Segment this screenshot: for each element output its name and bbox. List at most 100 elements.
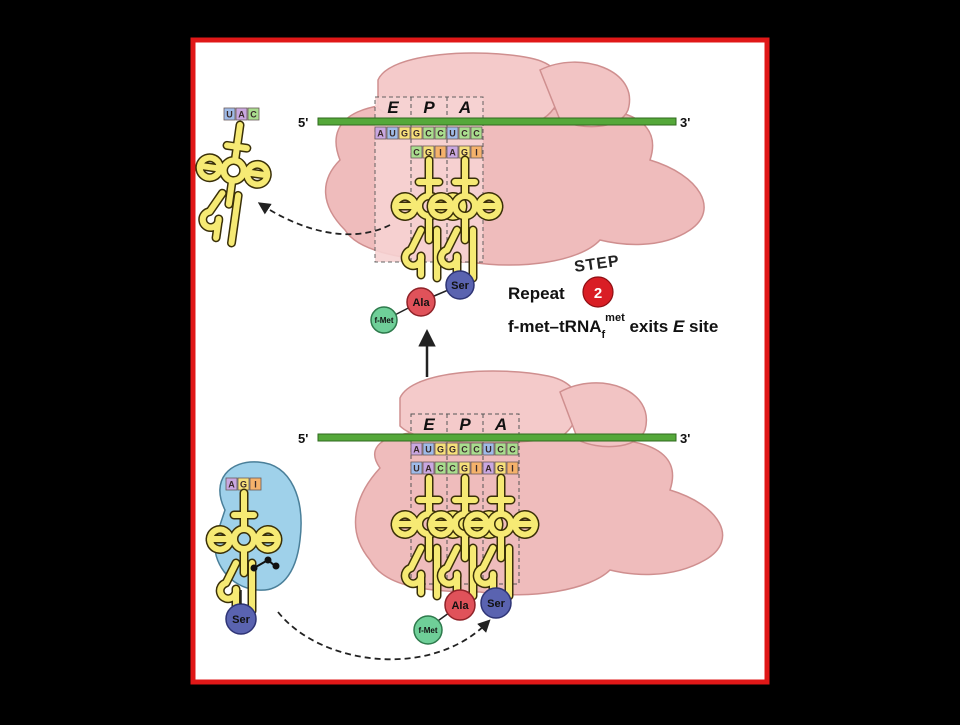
step-word: STEP: [573, 253, 621, 276]
bottom-site-p: P: [459, 415, 471, 434]
base-letter: U: [413, 464, 420, 474]
top-mrna-strand-icon: [317, 117, 677, 126]
base-box: [247, 107, 260, 121]
base-box: [223, 107, 236, 121]
base-letter: U: [226, 110, 233, 120]
bottom-fmet-label: f-Met: [418, 626, 437, 635]
base-box: [458, 442, 471, 456]
base-box: [446, 126, 459, 140]
base-letter: A: [228, 480, 235, 490]
base-box: [446, 442, 459, 456]
base-letter: I: [254, 480, 257, 490]
base-letter: G: [437, 445, 444, 455]
bottom-site-e: E: [423, 415, 435, 434]
base-letter: I: [439, 148, 442, 158]
base-letter: C: [449, 464, 456, 474]
base-box: [410, 461, 423, 475]
base-box: [410, 126, 423, 140]
caption-repeat: Repeat: [508, 284, 565, 303]
base-letter: C: [461, 129, 468, 139]
base-box: [410, 442, 423, 456]
base-box: [446, 145, 459, 159]
base-box: [434, 126, 447, 140]
base-letter: U: [485, 445, 492, 455]
top-ser-amino-acid-icon: [445, 270, 475, 300]
base-box: [506, 442, 519, 456]
base-box: [249, 477, 262, 491]
base-letter: I: [475, 464, 478, 474]
top-site-a: A: [458, 98, 471, 117]
base-letter: A: [449, 148, 456, 158]
top-ala-amino-acid-icon: [406, 287, 436, 317]
bottom-fmet-amino-acid-icon: [413, 615, 443, 645]
top-three-prime: 3': [680, 115, 690, 130]
base-box: [482, 461, 495, 475]
base-box: [506, 461, 519, 475]
bottom-ser-amino-acid-icon: [480, 587, 512, 619]
base-letter: A: [238, 110, 245, 120]
base-letter: C: [250, 110, 257, 120]
base-letter: A: [413, 445, 420, 455]
base-letter: C: [473, 445, 480, 455]
gtp-icon: [250, 556, 280, 572]
bottom-five-prime: 5': [298, 431, 308, 446]
base-letter: C: [509, 445, 516, 455]
base-letter: U: [425, 445, 432, 455]
top-ala-label: Ala: [412, 297, 430, 309]
bottom-site-a: A: [494, 415, 507, 434]
caption-line2: f-met–tRNAfmet exits E site: [508, 312, 718, 341]
base-box: [446, 461, 459, 475]
base-box: [422, 442, 435, 456]
base-letter: G: [413, 129, 420, 139]
base-letter: C: [425, 129, 432, 139]
base-letter: A: [377, 129, 384, 139]
base-letter: A: [425, 464, 432, 474]
base-letter: C: [413, 148, 420, 158]
base-box: [235, 107, 248, 121]
top-fmet-label: f-Met: [374, 316, 393, 325]
base-box: [410, 145, 423, 159]
bottom-ala-amino-acid-icon: [444, 589, 476, 621]
enter-dashed-arrow-icon: [277, 611, 491, 661]
base-box: [386, 126, 399, 140]
top-site-e: E: [387, 98, 399, 117]
base-letter: A: [485, 464, 492, 474]
base-letter: U: [389, 129, 396, 139]
base-letter: G: [461, 464, 468, 474]
step-badge: STEP 2: [573, 253, 621, 308]
base-box: [434, 145, 447, 159]
base-letter: C: [437, 464, 444, 474]
top-fmet-amino-acid-icon: [370, 306, 398, 334]
top-peptide-chain: Ser Ala f-Met: [370, 270, 475, 334]
base-letter: G: [497, 464, 504, 474]
base-letter: I: [475, 148, 478, 158]
top-ser-label: Ser: [451, 280, 469, 292]
base-letter: U: [449, 129, 456, 139]
bottom-ala-label: Ala: [451, 600, 469, 612]
base-box: [434, 461, 447, 475]
base-box: [470, 126, 483, 140]
exit-dashed-arrow-icon: [257, 202, 391, 236]
base-box: [422, 126, 435, 140]
base-box: [434, 442, 447, 456]
base-letter: C: [437, 129, 444, 139]
base-letter: G: [425, 148, 432, 158]
base-box: [482, 442, 495, 456]
base-letter: C: [461, 445, 468, 455]
bottom-mrna-strand-icon: [317, 433, 677, 442]
base-box: [470, 461, 483, 475]
base-box: [494, 442, 507, 456]
base-letter: G: [401, 129, 408, 139]
base-letter: G: [449, 445, 456, 455]
base-box: [458, 126, 471, 140]
bottom-peptide-chain: Ser Ala f-Met: [413, 587, 512, 645]
base-letter: C: [497, 445, 504, 455]
base-letter: G: [240, 480, 247, 490]
base-box: [470, 442, 483, 456]
step-number: 2: [594, 285, 602, 302]
